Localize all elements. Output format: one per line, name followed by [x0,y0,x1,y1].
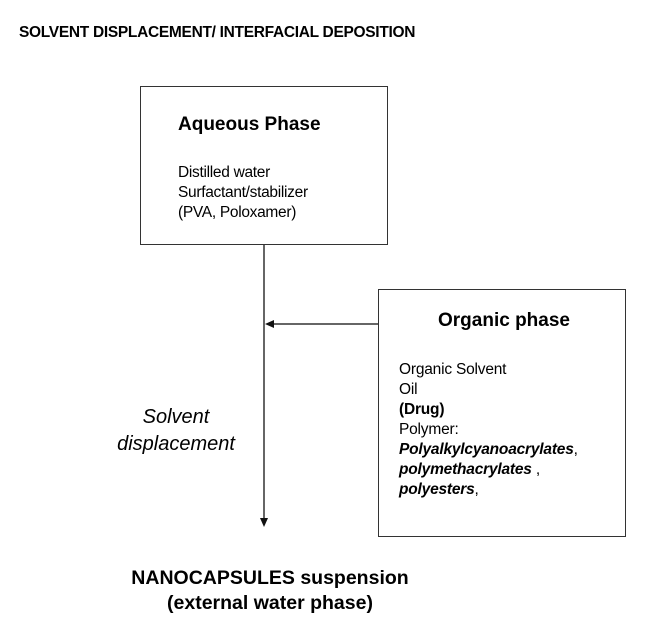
result-line-1: NANOCAPSULES suspension [60,566,480,591]
organic-component: polyesters, [399,480,578,500]
aqueous-component: (PVA, Poloxamer) [178,204,297,221]
component-text: (Drug) [399,401,445,418]
organic-phase-components: Organic Solvent Oil (Drug) Polymer: Poly… [399,360,578,500]
component-text: Organic Solvent [399,361,507,378]
result-label: NANOCAPSULES suspension (external water … [60,566,480,616]
component-text: Polymer: [399,421,459,438]
organic-component: Oil [399,380,578,400]
aqueous-phase-box: Aqueous Phase Distilled water Surfactant… [140,86,388,245]
polymer-name: polymethacrylates [399,461,532,478]
polymer-name: polyesters [399,481,475,498]
organic-component: polymethacrylates , [399,460,578,480]
organic-phase-box: Organic phase Organic Solvent Oil (Drug)… [378,289,626,537]
down-arrowhead-icon [260,518,268,527]
organic-phase-heading: Organic phase [438,310,570,331]
organic-component: Polymer: [399,420,578,440]
separator: , [531,461,540,478]
process-label-line: displacement [117,433,235,455]
separator: , [474,481,479,498]
result-product: NANOCAPSULES [131,567,295,589]
organic-component: (Drug) [399,400,578,420]
process-label-line: Solvent [142,406,210,428]
aqueous-phase-components: Distilled water Surfactant/stabilizer (P… [178,163,308,223]
aqueous-component: Surfactant/stabilizer [178,184,308,201]
separator: , [573,441,578,458]
organic-component: Polyalkylcyanoacrylates, [399,440,578,460]
process-label: Solvent displacement [92,404,260,458]
result-line-2: (external water phase) [167,592,373,614]
diagram-title: SOLVENT DISPLACEMENT/ INTERFACIAL DEPOSI… [19,24,416,41]
component-text: Oil [399,381,418,398]
organic-component: Organic Solvent [399,360,578,380]
aqueous-phase-heading: Aqueous Phase [178,114,321,135]
aqueous-component: Distilled water [178,164,270,181]
result-form: suspension [294,567,409,589]
polymer-name: Polyalkylcyanoacrylates [399,441,574,458]
left-arrowhead-icon [265,320,274,328]
